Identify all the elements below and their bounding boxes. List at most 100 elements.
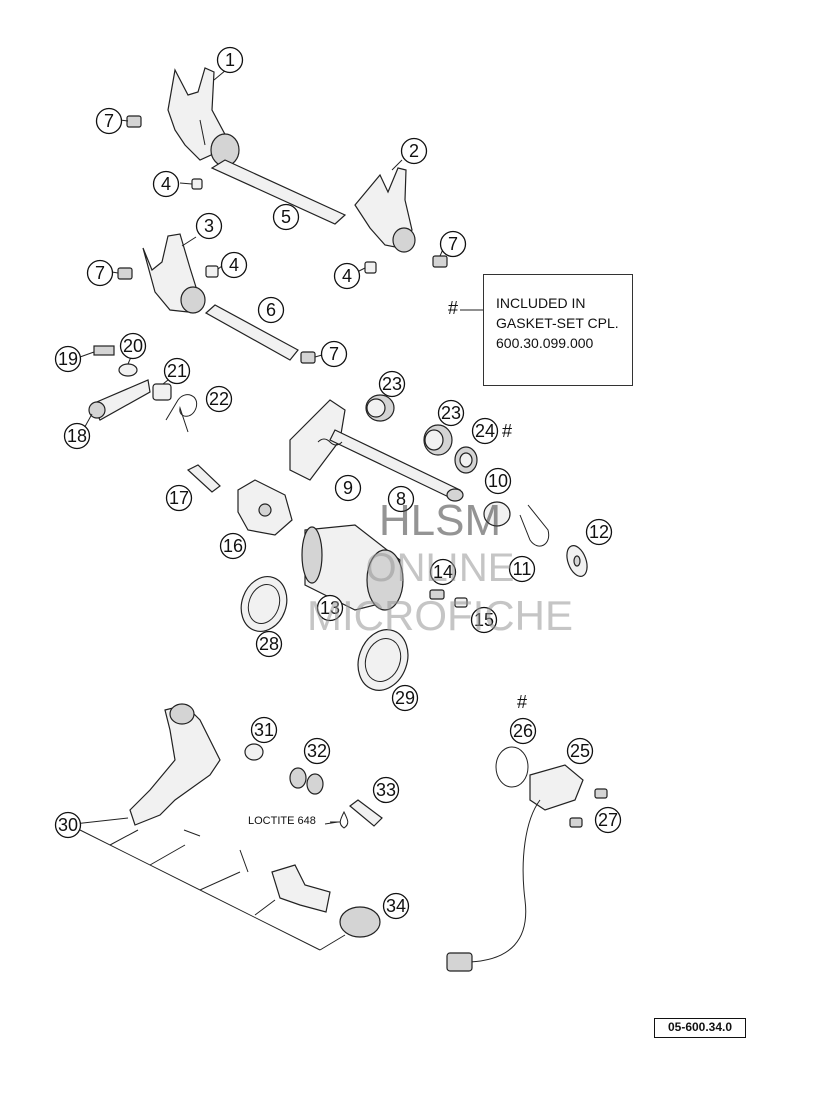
loctite-label: LOCTITE 648 xyxy=(248,815,316,827)
svg-text:4: 4 xyxy=(342,266,352,286)
part-spring-22 xyxy=(165,394,198,433)
callout-18[interactable]: 18 xyxy=(63,422,91,450)
note-line-2: GASKET-SET CPL. xyxy=(496,315,619,331)
callout-3[interactable]: 3 xyxy=(195,212,223,240)
callout-4c[interactable]: 4 xyxy=(333,262,361,290)
part-washer-12 xyxy=(566,545,588,577)
callout-4a[interactable]: 4 xyxy=(152,170,180,198)
callout-23b[interactable]: 23 xyxy=(437,399,465,427)
callout-13[interactable]: 13 xyxy=(316,594,344,622)
part-o-ring-26 xyxy=(495,746,529,788)
callout-4b[interactable]: 4 xyxy=(220,251,248,279)
callout-10[interactable]: 10 xyxy=(484,467,512,495)
svg-text:21: 21 xyxy=(167,361,187,381)
part-shaft-5 xyxy=(210,159,347,225)
callout-28[interactable]: 28 xyxy=(255,630,283,658)
callout-32[interactable]: 32 xyxy=(303,737,331,765)
note-marker: # xyxy=(448,298,459,318)
callout-7d[interactable]: 7 xyxy=(320,340,348,368)
callout-16[interactable]: 16 xyxy=(219,532,247,560)
part-bearing-29 xyxy=(357,629,409,691)
callout-11[interactable]: 11 xyxy=(508,555,536,583)
callout-7c[interactable]: 7 xyxy=(439,230,467,258)
svg-text:23: 23 xyxy=(382,374,402,394)
svg-text:32: 32 xyxy=(307,741,327,761)
callout-14[interactable]: 14 xyxy=(429,558,457,586)
callout-23a[interactable]: 23 xyxy=(378,370,406,398)
watermark-line-3: MICROFICHE xyxy=(307,592,573,639)
part-shift-fork-3 xyxy=(142,233,206,314)
svg-text:12: 12 xyxy=(589,522,609,542)
callout-12[interactable]: 12 xyxy=(585,518,613,546)
part-shift-fork-2 xyxy=(354,167,416,253)
svg-text:3: 3 xyxy=(204,216,214,236)
svg-text:4: 4 xyxy=(229,255,239,275)
loctite-drop-icon xyxy=(339,810,349,829)
callout-6[interactable]: 6 xyxy=(257,296,285,324)
part-bolts-27 xyxy=(569,788,608,828)
hash-marker-26: # xyxy=(517,692,528,712)
callout-24[interactable]: 24 xyxy=(471,417,499,445)
callout-22[interactable]: 22 xyxy=(205,385,233,413)
reference-code: 05-600.34.0 xyxy=(654,1018,746,1038)
svg-text:33: 33 xyxy=(376,780,396,800)
svg-text:8: 8 xyxy=(396,489,406,509)
callout-30[interactable]: 30 xyxy=(54,811,82,839)
svg-text:20: 20 xyxy=(123,336,143,356)
svg-text:34: 34 xyxy=(386,896,406,916)
callout-2[interactable]: 2 xyxy=(400,137,428,165)
svg-text:28: 28 xyxy=(259,634,279,654)
svg-text:13: 13 xyxy=(320,598,340,618)
callout-19[interactable]: 19 xyxy=(54,345,82,373)
part-spring-14 xyxy=(429,589,445,600)
callout-25[interactable]: 25 xyxy=(566,737,594,765)
svg-text:7: 7 xyxy=(329,344,339,364)
part-bolt-33 xyxy=(349,799,383,827)
part-plunger-15 xyxy=(454,597,468,608)
part-shift-drum-13 xyxy=(301,524,404,611)
svg-text:7: 7 xyxy=(104,111,114,131)
callout-21[interactable]: 21 xyxy=(163,357,191,385)
callout-26[interactable]: 26 xyxy=(509,717,537,745)
part-seal-24 xyxy=(454,446,478,474)
part-shift-shaft-9 xyxy=(289,399,464,502)
part-springs-7 xyxy=(117,115,448,364)
part-gear-sensor-25 xyxy=(446,764,584,972)
svg-text:31: 31 xyxy=(254,720,274,740)
svg-text:14: 14 xyxy=(433,562,453,582)
callout-8[interactable]: 8 xyxy=(387,485,415,513)
part-bearing-28 xyxy=(240,576,288,632)
callout-29[interactable]: 29 xyxy=(391,684,419,712)
svg-text:25: 25 xyxy=(570,741,590,761)
note-line-3: 600.30.099.000 xyxy=(496,335,594,351)
hash-marker-24: # xyxy=(502,421,513,441)
part-clip-11 xyxy=(519,504,550,547)
svg-text:1: 1 xyxy=(225,50,235,70)
svg-text:18: 18 xyxy=(67,426,87,446)
svg-text:22: 22 xyxy=(209,389,229,409)
callout-31[interactable]: 31 xyxy=(250,716,278,744)
callout-list: 1 2 3 4 4 4 5 6 7 7 7 7 8 9 10 11 12 13 … xyxy=(54,46,622,920)
svg-text:7: 7 xyxy=(95,263,105,283)
svg-text:26: 26 xyxy=(513,721,533,741)
svg-text:17: 17 xyxy=(169,488,189,508)
callout-27[interactable]: 27 xyxy=(594,806,622,834)
svg-text:16: 16 xyxy=(223,536,243,556)
part-bearings-23 xyxy=(365,394,453,456)
callout-20[interactable]: 20 xyxy=(119,332,147,360)
callout-5[interactable]: 5 xyxy=(272,203,300,231)
callout-34[interactable]: 34 xyxy=(382,892,410,920)
callout-7b[interactable]: 7 xyxy=(86,259,114,287)
callout-1[interactable]: 1 xyxy=(216,46,244,74)
callout-7a[interactable]: 7 xyxy=(95,107,123,135)
part-pins-4 xyxy=(191,178,377,278)
svg-text:27: 27 xyxy=(598,810,618,830)
callout-17[interactable]: 17 xyxy=(165,484,193,512)
svg-text:30: 30 xyxy=(58,815,78,835)
callout-15[interactable]: 15 xyxy=(470,606,498,634)
callout-33[interactable]: 33 xyxy=(372,776,400,804)
part-shaft-6 xyxy=(204,304,299,361)
part-washers-32 xyxy=(289,767,324,795)
part-bushing-21 xyxy=(152,383,172,401)
callout-9[interactable]: 9 xyxy=(334,474,362,502)
